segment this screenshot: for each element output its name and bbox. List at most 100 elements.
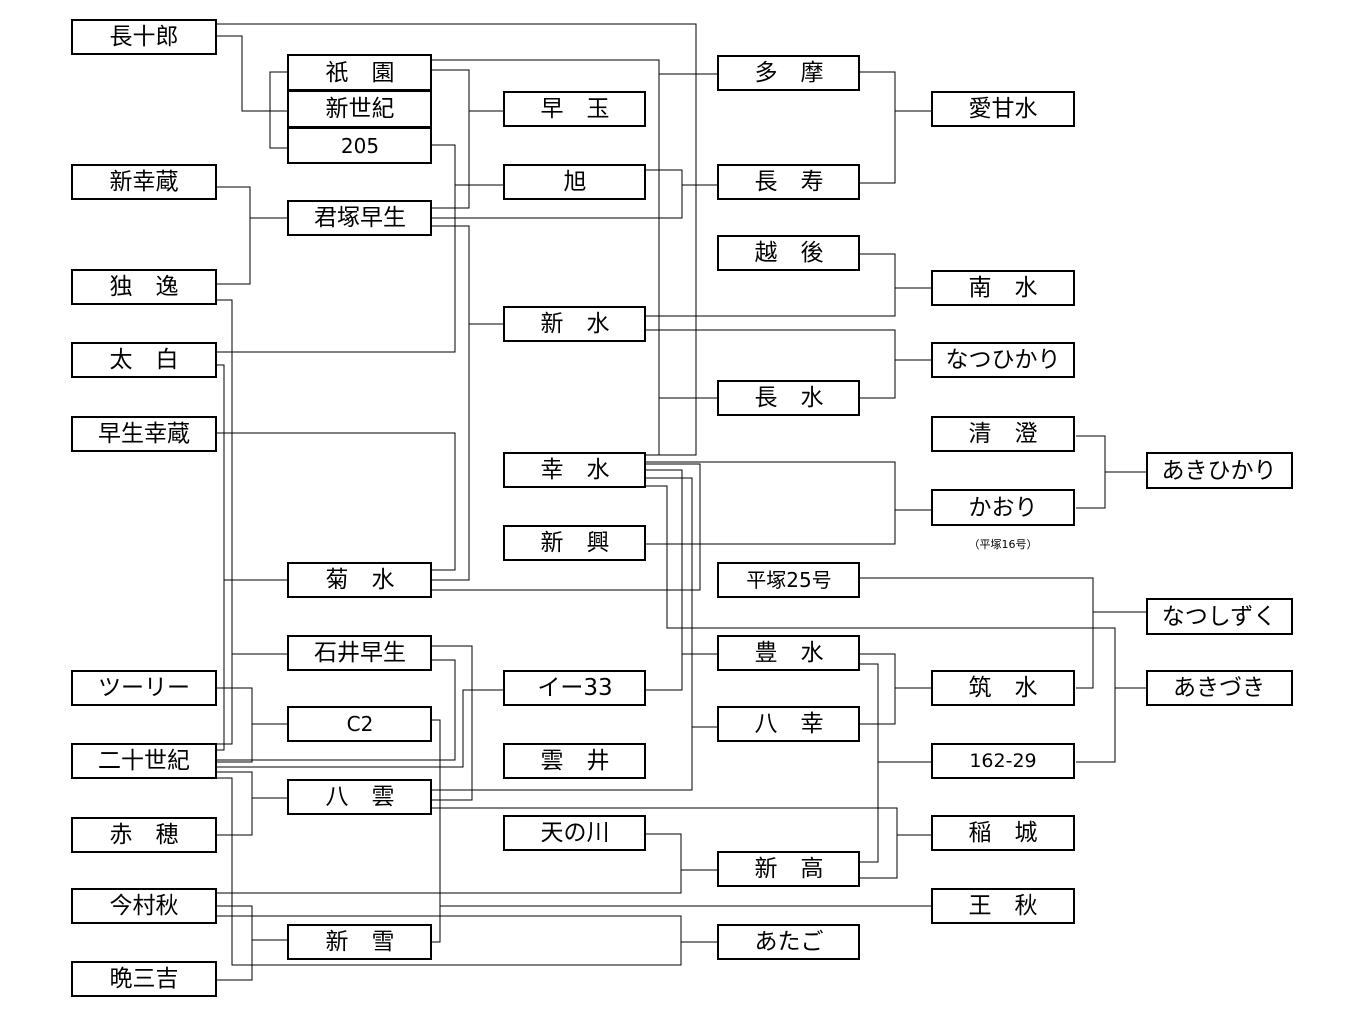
- connector-line: [217, 35, 287, 112]
- variety-label: 独 逸: [110, 274, 179, 300]
- connector-line: [217, 659, 456, 761]
- variety-box-inagi: 稲 城: [931, 815, 1075, 851]
- connector-line: [217, 144, 456, 353]
- variety-label: 祇 園: [326, 60, 395, 86]
- variety-box-wasekozo: 早生幸蔵: [71, 416, 217, 452]
- variety-box-akizuki: あきづき: [1146, 670, 1293, 706]
- variety-label: 今村秋: [110, 893, 179, 919]
- connector-line: [269, 111, 287, 149]
- variety-box-162-29: 162-29: [931, 743, 1075, 779]
- variety-label: 豊 水: [755, 640, 824, 666]
- variety-label: あきひかり: [1162, 458, 1277, 484]
- variety-box-i33: イー33: [503, 670, 646, 706]
- variety-label: 205: [341, 134, 379, 158]
- variety-box-dokuitsu: 独 逸: [71, 269, 217, 305]
- variety-label: 八 雲: [326, 784, 395, 810]
- connector-line: [860, 663, 879, 863]
- variety-box-imamuraaki: 今村秋: [71, 888, 217, 924]
- connector-line: [860, 360, 896, 399]
- variety-label: なつひかり: [946, 347, 1061, 373]
- variety-label: 八 幸: [755, 711, 824, 737]
- variety-box-c2: C2: [287, 706, 432, 742]
- variety-box-yakumo: 八 雲: [287, 779, 432, 815]
- connector-line: [860, 577, 1094, 689]
- variety-box-shinko: 新 高: [717, 851, 860, 887]
- variety-box-chousui: 長 水: [717, 380, 860, 416]
- connector-line: [217, 777, 717, 966]
- variety-label: あたご: [755, 929, 824, 955]
- variety-label: 幸 水: [541, 457, 610, 483]
- variety-box-wasetama: 早 玉: [503, 91, 646, 127]
- connector-line: [646, 461, 931, 511]
- variety-label: 越 後: [755, 240, 824, 266]
- variety-label: 清 澄: [969, 421, 1038, 447]
- variety-box-oushu: 王 秋: [931, 888, 1075, 924]
- variety-label: 新 高: [755, 856, 824, 882]
- connector-line: [646, 287, 931, 317]
- variety-label: 162-29: [969, 750, 1036, 772]
- variety-label: 平塚25号: [746, 568, 831, 592]
- variety-box-akaho: 赤 穂: [71, 817, 217, 853]
- connector-line: [242, 71, 287, 112]
- connector-line: [217, 432, 456, 571]
- connector-line: [432, 719, 441, 943]
- variety-label: 長 水: [755, 385, 824, 411]
- connector-line: [1076, 435, 1106, 509]
- connector-line: [646, 510, 896, 545]
- variety-label: 赤 穂: [110, 822, 179, 848]
- variety-box-natsuhikari: なつひかり: [931, 342, 1075, 378]
- connector-line: [217, 186, 251, 285]
- connector-line: [217, 364, 225, 751]
- variety-label: 雲 井: [541, 748, 610, 774]
- connector-line: [217, 915, 682, 942]
- variety-box-chikusui: 筑 水: [931, 670, 1075, 706]
- variety-box-akihikari: あきひかり: [1146, 452, 1293, 489]
- connector-line: [860, 253, 896, 288]
- variety-box-natsushizuku: なつしずく: [1146, 598, 1293, 635]
- variety-box-seicho: 清 澄: [931, 416, 1075, 452]
- variety-box-hosui: 豊 水: [717, 635, 860, 671]
- variety-label: 新 興: [541, 530, 610, 556]
- variety-box-nijisseiki: 二十世紀: [71, 743, 217, 779]
- variety-label: 長十郎: [110, 24, 179, 50]
- variety-box-hakko: 八 幸: [717, 706, 860, 742]
- variety-label: 石井早生: [314, 640, 406, 666]
- connector-line: [432, 807, 898, 879]
- variety-box-shinsui: 新 水: [503, 306, 646, 342]
- variety-label: 筑 水: [969, 675, 1038, 701]
- connector-line: [432, 645, 473, 801]
- variety-label: 長 寿: [755, 169, 824, 195]
- connector-line: [646, 833, 682, 870]
- variety-label: 愛甘水: [969, 96, 1038, 122]
- variety-label: あきづき: [1173, 675, 1265, 701]
- variety-box-kimizukawase: 君塚早生: [287, 200, 432, 236]
- variety-box-hiratsuka25: 平塚25号: [717, 562, 860, 598]
- variety-label: 南 水: [969, 275, 1038, 301]
- variety-box-shinsetsu: 新 雪: [287, 924, 432, 960]
- connector-line: [217, 869, 717, 894]
- variety-box-echigo: 越 後: [717, 235, 860, 271]
- connector-line: [432, 477, 693, 791]
- connector-line: [432, 69, 470, 209]
- connector-line: [217, 689, 503, 768]
- variety-box-kaori: かおり: [931, 489, 1075, 526]
- kaori-note: （平塚16号）: [969, 538, 1038, 551]
- variety-box-chouju: 長 寿: [717, 164, 860, 200]
- variety-box-nansui: 南 水: [931, 270, 1075, 306]
- connector-line: [217, 23, 697, 456]
- variety-box-kosui: 幸 水: [503, 452, 646, 488]
- variety-box-205: 205: [287, 127, 432, 164]
- variety-label: 新幸蔵: [110, 169, 179, 195]
- variety-box-aikansui: 愛甘水: [931, 91, 1075, 127]
- variety-label: 二十世紀: [98, 748, 190, 774]
- variety-label: 太 白: [110, 347, 179, 373]
- variety-label: 新 水: [541, 311, 610, 337]
- variety-box-tsuri: ツーリー: [71, 670, 217, 706]
- variety-label: なつしずく: [1162, 604, 1277, 630]
- variety-label: 旭: [564, 169, 587, 195]
- connector-line: [432, 463, 701, 591]
- variety-label: 早生幸蔵: [98, 421, 190, 447]
- variety-box-taihaku: 太 白: [71, 342, 217, 378]
- variety-box-bansankichi: 晩三吉: [71, 961, 217, 997]
- connector-line: [646, 485, 1116, 763]
